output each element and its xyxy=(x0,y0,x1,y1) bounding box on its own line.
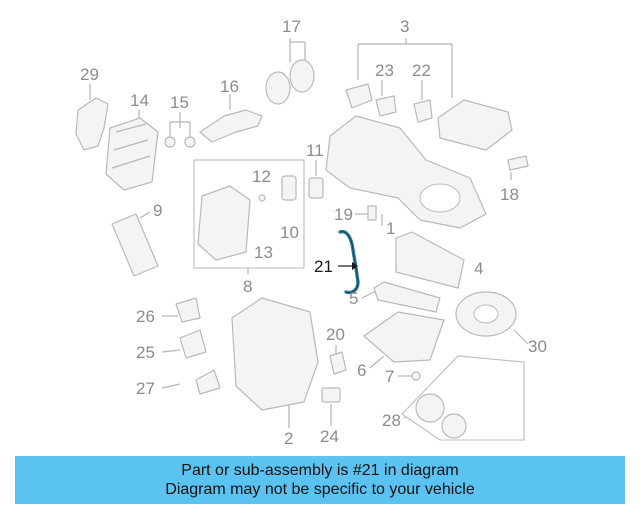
part-17-seals xyxy=(265,59,315,105)
part-14-evaporator xyxy=(105,117,159,191)
callout-numbers: 29 14 15 16 17 3 23 22 11 12 9 10 13 8 1… xyxy=(80,17,547,448)
part-26-bracket xyxy=(175,297,201,323)
part-24-connector xyxy=(321,387,341,403)
callout-16: 16 xyxy=(220,77,239,96)
part-20-actuator xyxy=(329,351,347,375)
part-22-actuator xyxy=(413,99,433,123)
callout-19: 19 xyxy=(334,205,353,224)
parts-diagram: 29 14 15 16 17 3 23 22 11 12 9 10 13 8 1… xyxy=(75,17,547,448)
callout-12: 12 xyxy=(252,167,271,186)
part-28-blower-kit xyxy=(401,355,525,441)
callout-17: 17 xyxy=(282,17,301,36)
callout-13: 13 xyxy=(254,243,273,262)
part-6-tray xyxy=(363,311,445,363)
callout-27: 27 xyxy=(136,379,155,398)
part-11-sensor xyxy=(308,177,324,199)
callout-15: 15 xyxy=(170,93,189,112)
callout-11: 11 xyxy=(306,141,324,160)
banner-line-1: Part or sub-assembly is #21 in diagram xyxy=(181,462,459,479)
part-23-actuator xyxy=(345,83,397,117)
part-21-hose-highlighted xyxy=(338,229,360,295)
callout-4: 4 xyxy=(474,259,483,278)
part-13-heater-core xyxy=(197,185,251,261)
callout-29: 29 xyxy=(80,65,99,84)
part-27-bracket xyxy=(195,369,221,395)
part-29-bracket xyxy=(75,97,109,151)
part-19-bolt xyxy=(367,205,377,221)
part-16-expansion-valve xyxy=(199,109,263,143)
callout-1: 1 xyxy=(386,219,395,238)
callout-30: 30 xyxy=(528,337,547,356)
part-7-screw xyxy=(411,371,421,381)
part-5-bracket xyxy=(373,281,441,313)
part-2-case xyxy=(231,297,319,411)
callout-8: 8 xyxy=(243,277,252,296)
part-25-bracket xyxy=(179,329,207,359)
part-30-blower xyxy=(455,291,517,337)
callout-2: 2 xyxy=(284,429,293,448)
part-1-heater-case xyxy=(325,115,487,229)
callout-5: 5 xyxy=(349,289,358,308)
callout-14: 14 xyxy=(130,91,149,110)
callout-18: 18 xyxy=(500,185,519,204)
callout-7: 7 xyxy=(385,367,394,386)
callout-20: 20 xyxy=(326,325,345,344)
callout-28: 28 xyxy=(382,411,401,430)
part-4-filter xyxy=(395,231,465,289)
part-18-sensor xyxy=(507,155,529,171)
part-15-orings xyxy=(164,136,196,148)
callout-3: 3 xyxy=(400,17,409,36)
callout-10: 10 xyxy=(280,223,299,242)
part-10-resistor xyxy=(281,175,297,201)
callout-9: 9 xyxy=(153,201,162,220)
callout-24: 24 xyxy=(320,427,339,446)
callout-26: 26 xyxy=(136,307,155,326)
callout-23: 23 xyxy=(375,61,394,80)
part-12-screw xyxy=(258,194,266,202)
part-9-filter xyxy=(111,213,159,277)
part-3-door-assembly xyxy=(437,99,513,151)
callout-21: 21 xyxy=(314,257,333,276)
banner-line-2: Diagram may not be specific to your vehi… xyxy=(165,481,475,498)
info-banner: Part or sub-assembly is #21 in diagram D… xyxy=(15,456,625,504)
callout-arrow-21 xyxy=(338,262,358,270)
callout-6: 6 xyxy=(357,361,366,380)
callout-22: 22 xyxy=(412,61,431,80)
callout-25: 25 xyxy=(136,343,155,362)
